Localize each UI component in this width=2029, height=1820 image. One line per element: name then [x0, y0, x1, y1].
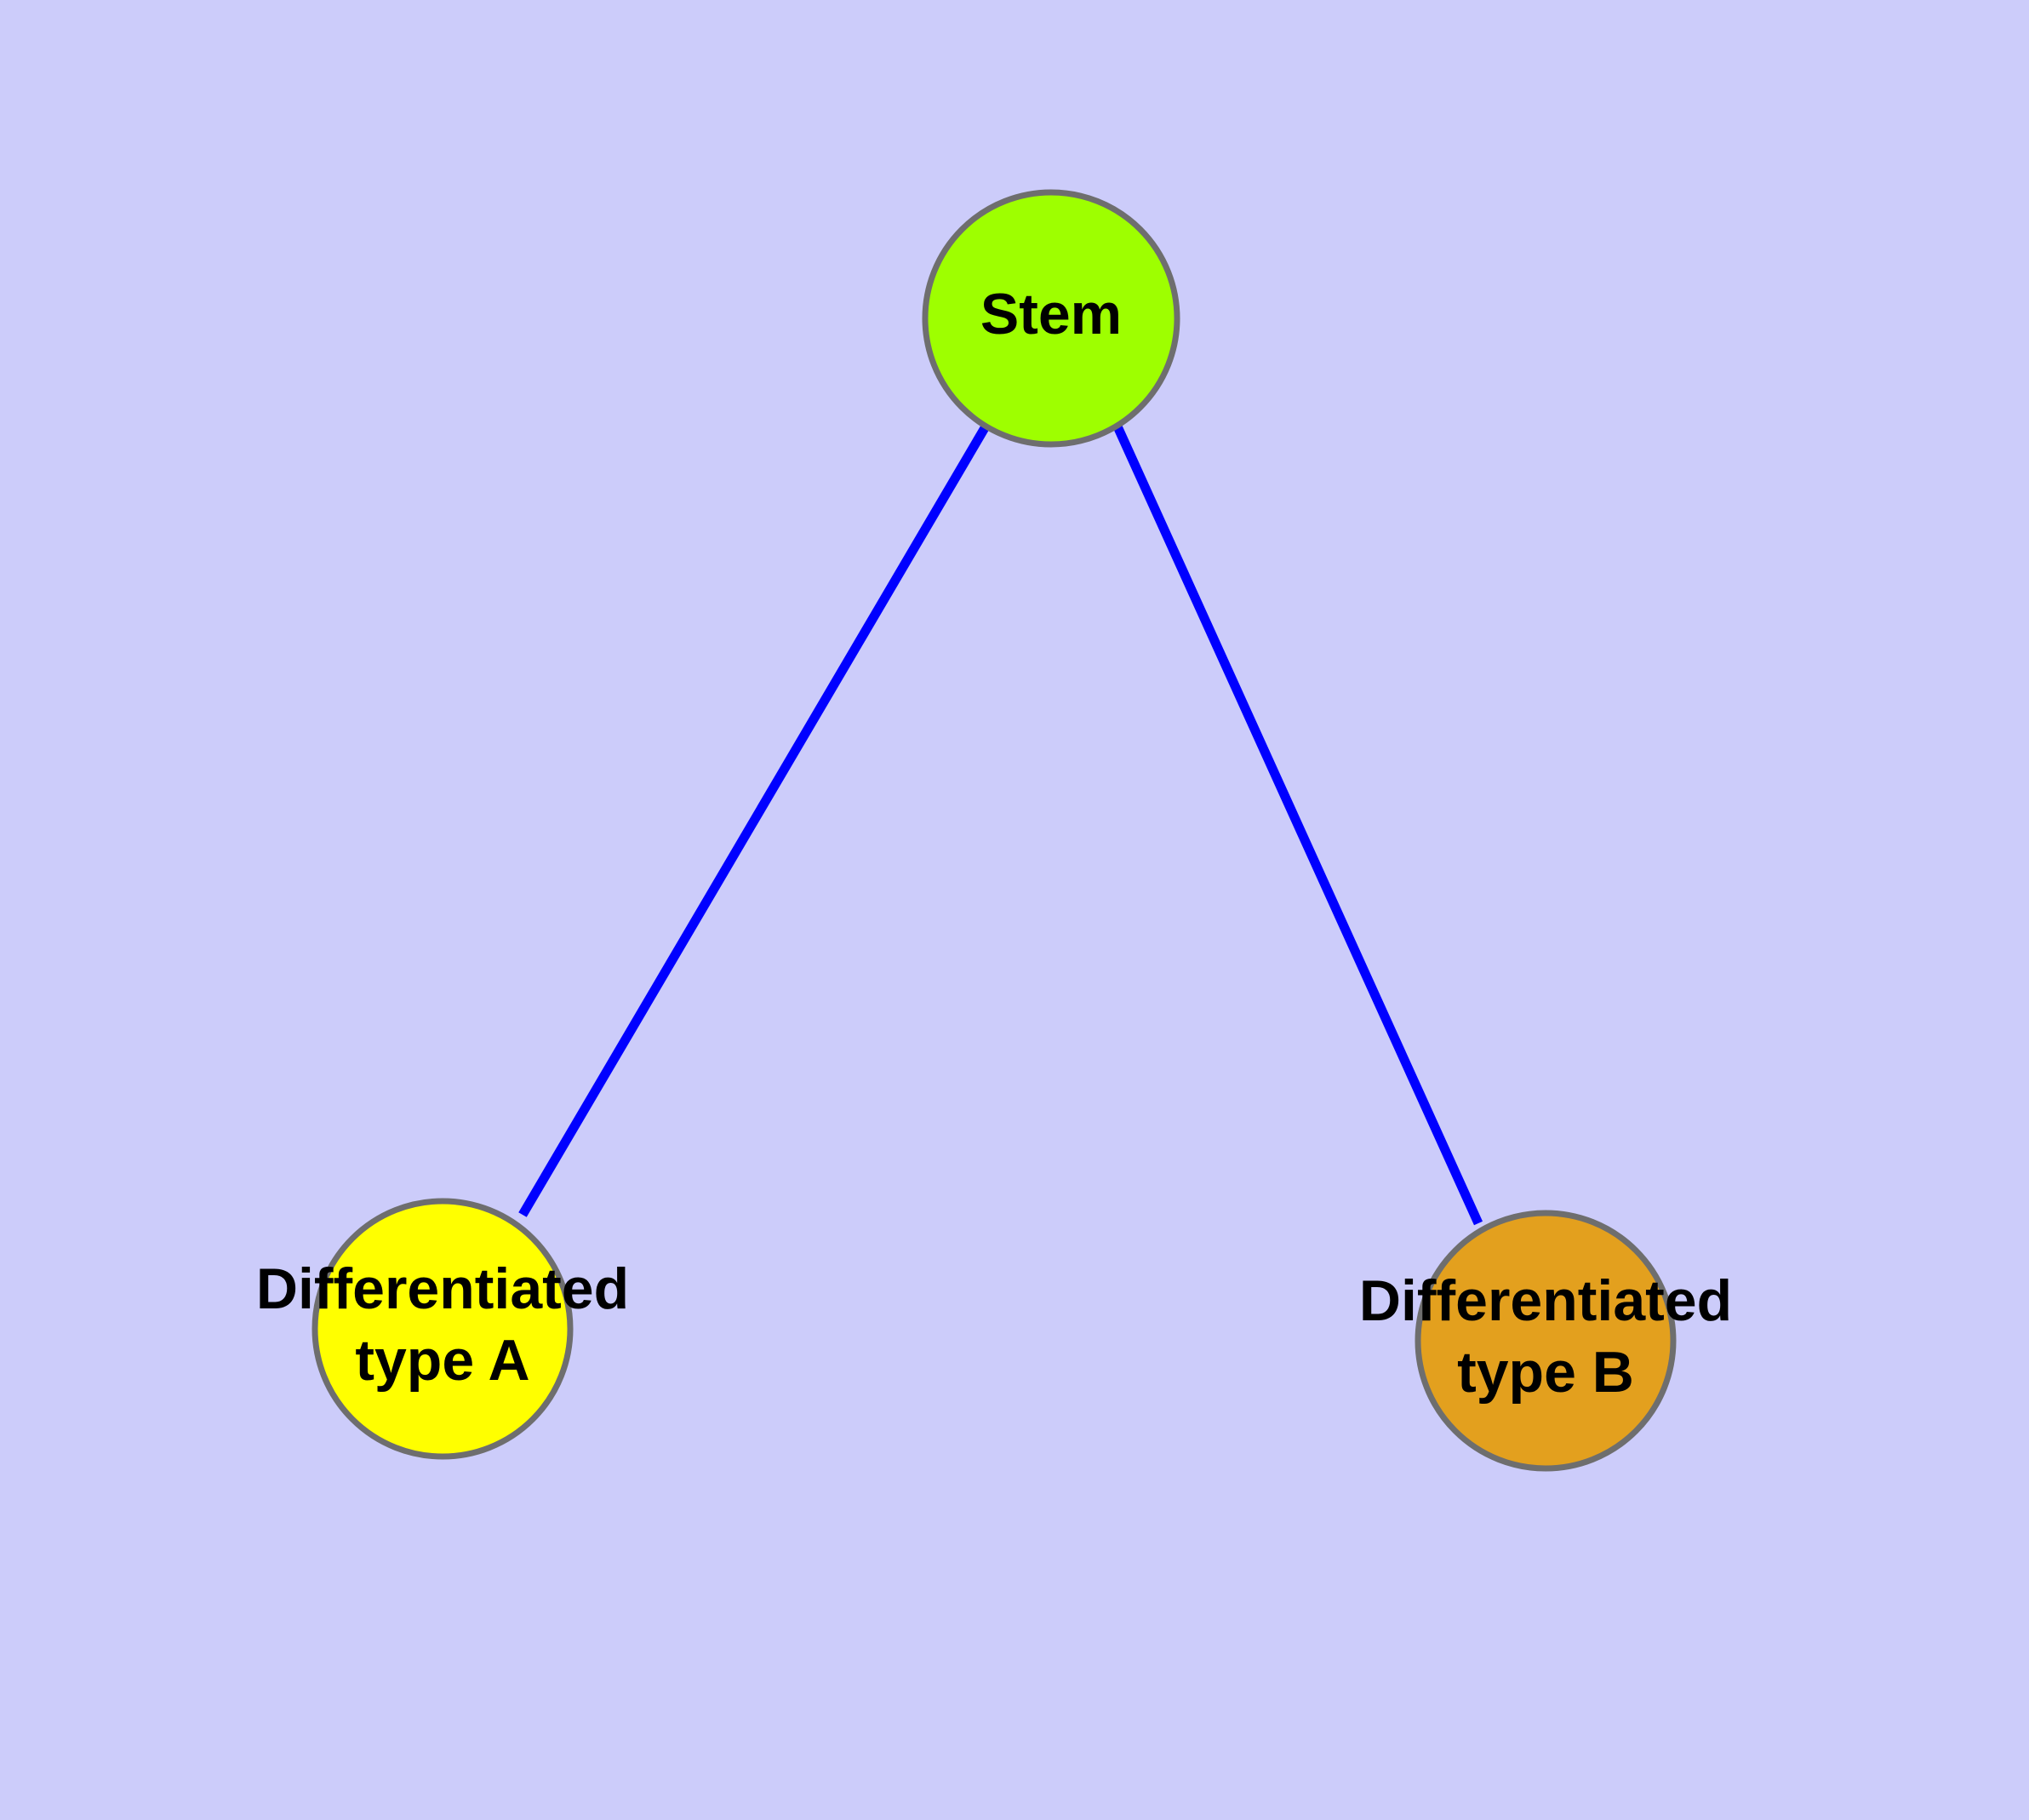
node-label-diff_b: Differentiated type B	[1359, 1268, 1732, 1405]
node-label-line: Stem	[980, 282, 1122, 346]
node-label-line: Differentiated	[256, 1256, 629, 1321]
node-label-stem: Stem	[980, 282, 1122, 346]
edge-stem-diff-b[interactable]	[1112, 424, 1483, 1226]
edges-layer	[518, 424, 1483, 1226]
node-stem[interactable]	[922, 189, 1180, 448]
node-label-diff_a: Differentiated type A	[256, 1256, 629, 1393]
node-label-line: type B	[1457, 1340, 1634, 1405]
nodes-layer	[311, 189, 1677, 1472]
edge-stem-diff-a[interactable]	[518, 424, 990, 1217]
node-label-line: type A	[355, 1328, 529, 1393]
node-diff_a[interactable]	[311, 1198, 574, 1460]
node-diff_b[interactable]	[1415, 1210, 1677, 1472]
node-label-line: Differentiated	[1359, 1268, 1732, 1333]
